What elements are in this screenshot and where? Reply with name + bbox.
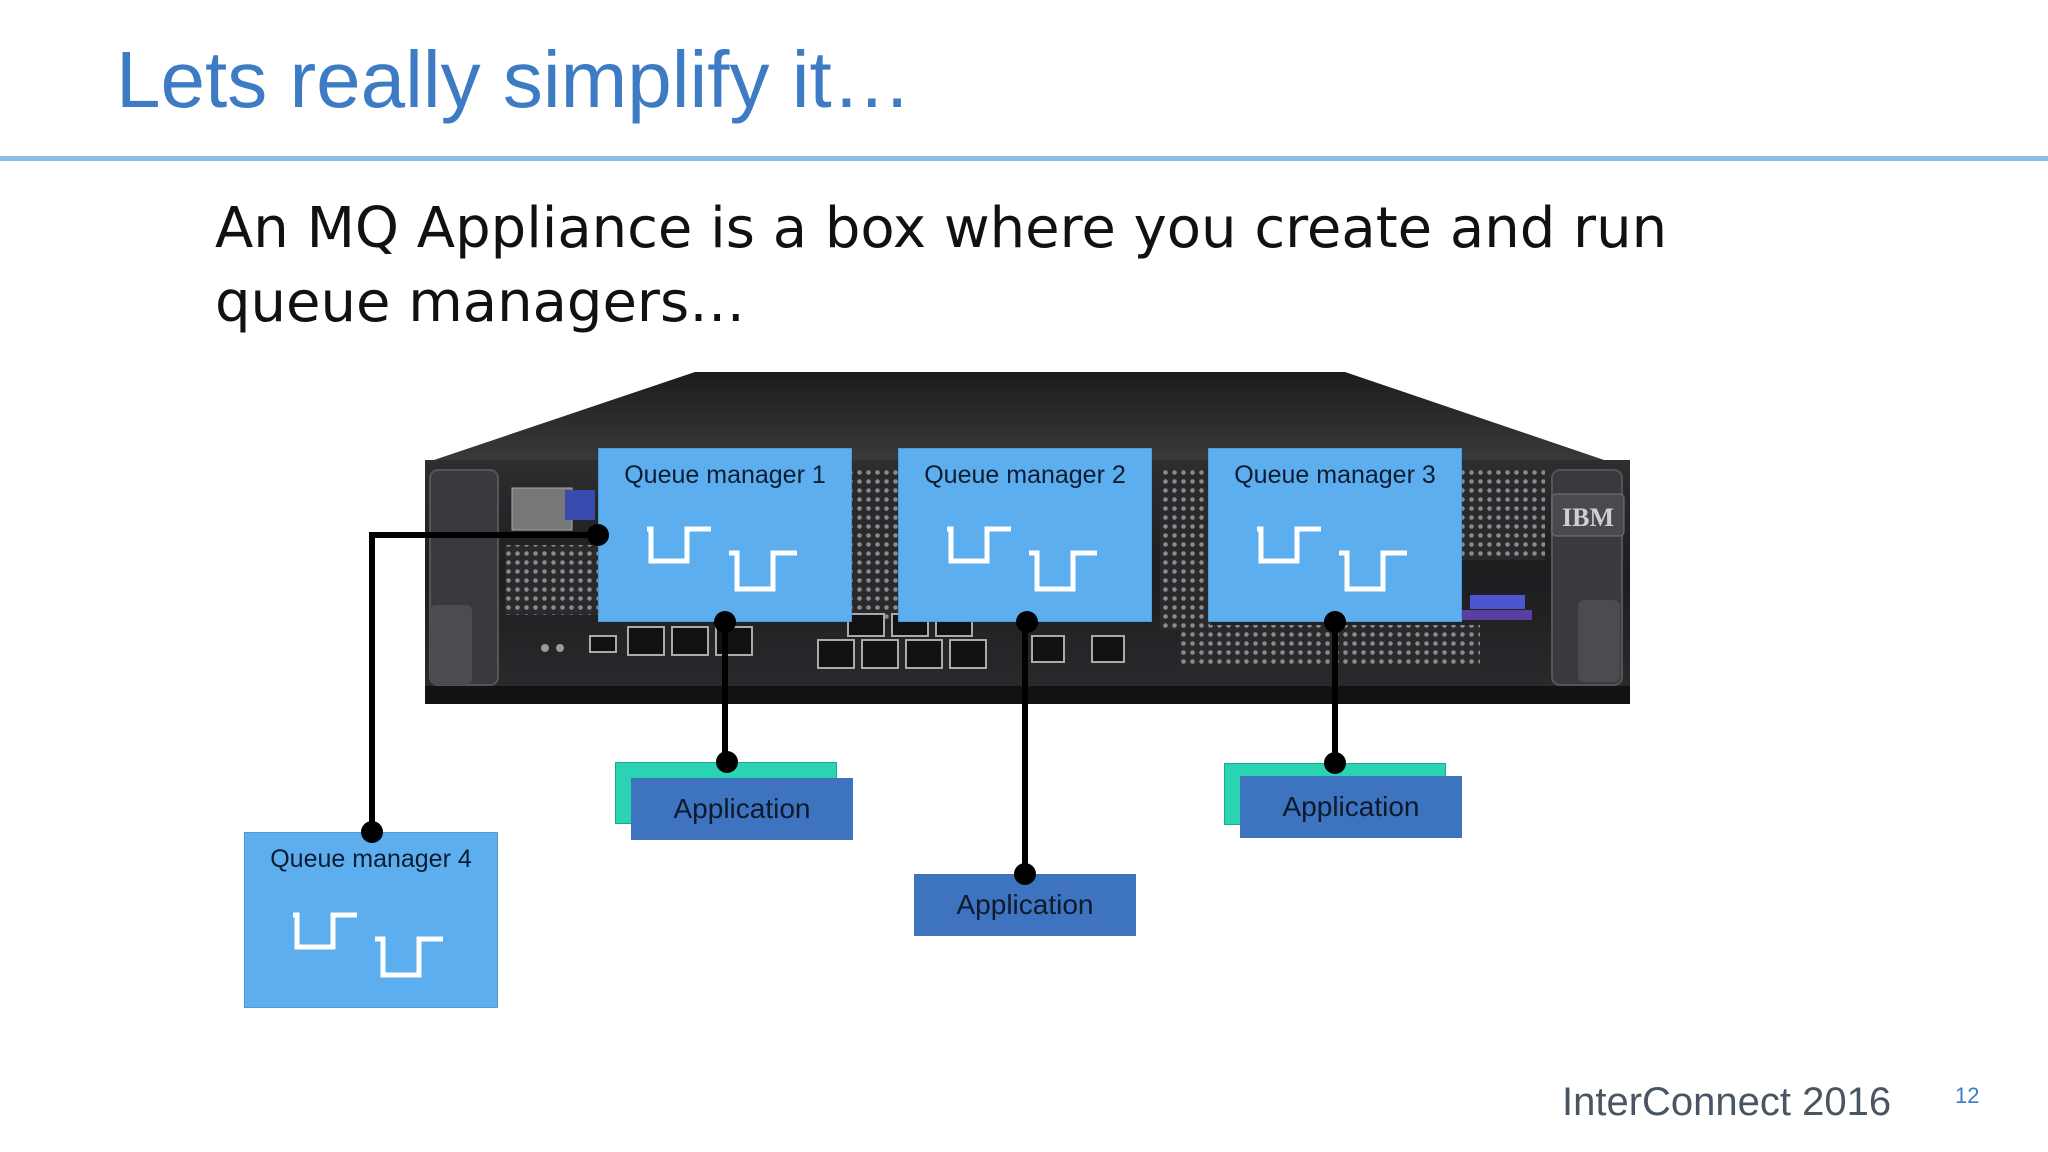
footer-event-name: InterConnect 2016	[1562, 1080, 1892, 1124]
network-port	[1031, 635, 1065, 663]
vent-grille	[1160, 470, 1210, 630]
queue-icon	[293, 912, 443, 978]
vent-grille	[850, 470, 905, 620]
application-2: Application	[914, 874, 1136, 936]
page-number: 12	[1955, 1083, 1980, 1108]
queue-manager-3: Queue manager 3	[1208, 448, 1462, 622]
ibm-badge	[1551, 493, 1625, 537]
queue-manager-2: Queue manager 2	[898, 448, 1152, 622]
network-port	[847, 613, 885, 637]
queue-icon	[647, 526, 797, 592]
connectors	[369, 532, 1338, 874]
status-led	[556, 644, 564, 652]
network-port	[905, 639, 943, 669]
appliance-top	[428, 372, 1610, 462]
network-port	[817, 639, 855, 669]
title-divider	[0, 156, 2048, 161]
rack-handle-right	[1578, 600, 1620, 682]
queue-manager-label: Queue manager 4	[270, 845, 472, 873]
network-port	[861, 639, 899, 669]
vent-grille	[1460, 470, 1545, 560]
queue-manager-1: Queue manager 1	[598, 448, 852, 622]
usb-port	[589, 635, 617, 653]
status-led	[541, 644, 549, 652]
application-3: Application	[1240, 776, 1462, 838]
application-1: Application	[631, 778, 853, 840]
vent-grille	[1180, 625, 1480, 665]
network-port	[671, 626, 709, 656]
queue-manager-label: Queue manager 2	[924, 461, 1126, 489]
slide-title: Lets really simplify it…	[116, 35, 912, 124]
network-port	[1091, 635, 1125, 663]
connector-qm1-qm4	[369, 532, 598, 832]
queue-icon	[947, 526, 1097, 592]
network-port	[949, 639, 987, 669]
slide-subtitle: An MQ Appliance is a box where you creat…	[215, 196, 1668, 335]
queue-manager-label: Queue manager 1	[624, 461, 826, 489]
queue-manager-4: Queue manager 4	[244, 832, 498, 1008]
network-port	[715, 626, 753, 656]
queue-manager-label: Queue manager 3	[1234, 461, 1436, 489]
ibm-logo: IBM	[1562, 503, 1614, 532]
queue-icon	[1257, 526, 1407, 592]
network-port	[627, 626, 665, 656]
rack-handle-left	[430, 605, 472, 685]
